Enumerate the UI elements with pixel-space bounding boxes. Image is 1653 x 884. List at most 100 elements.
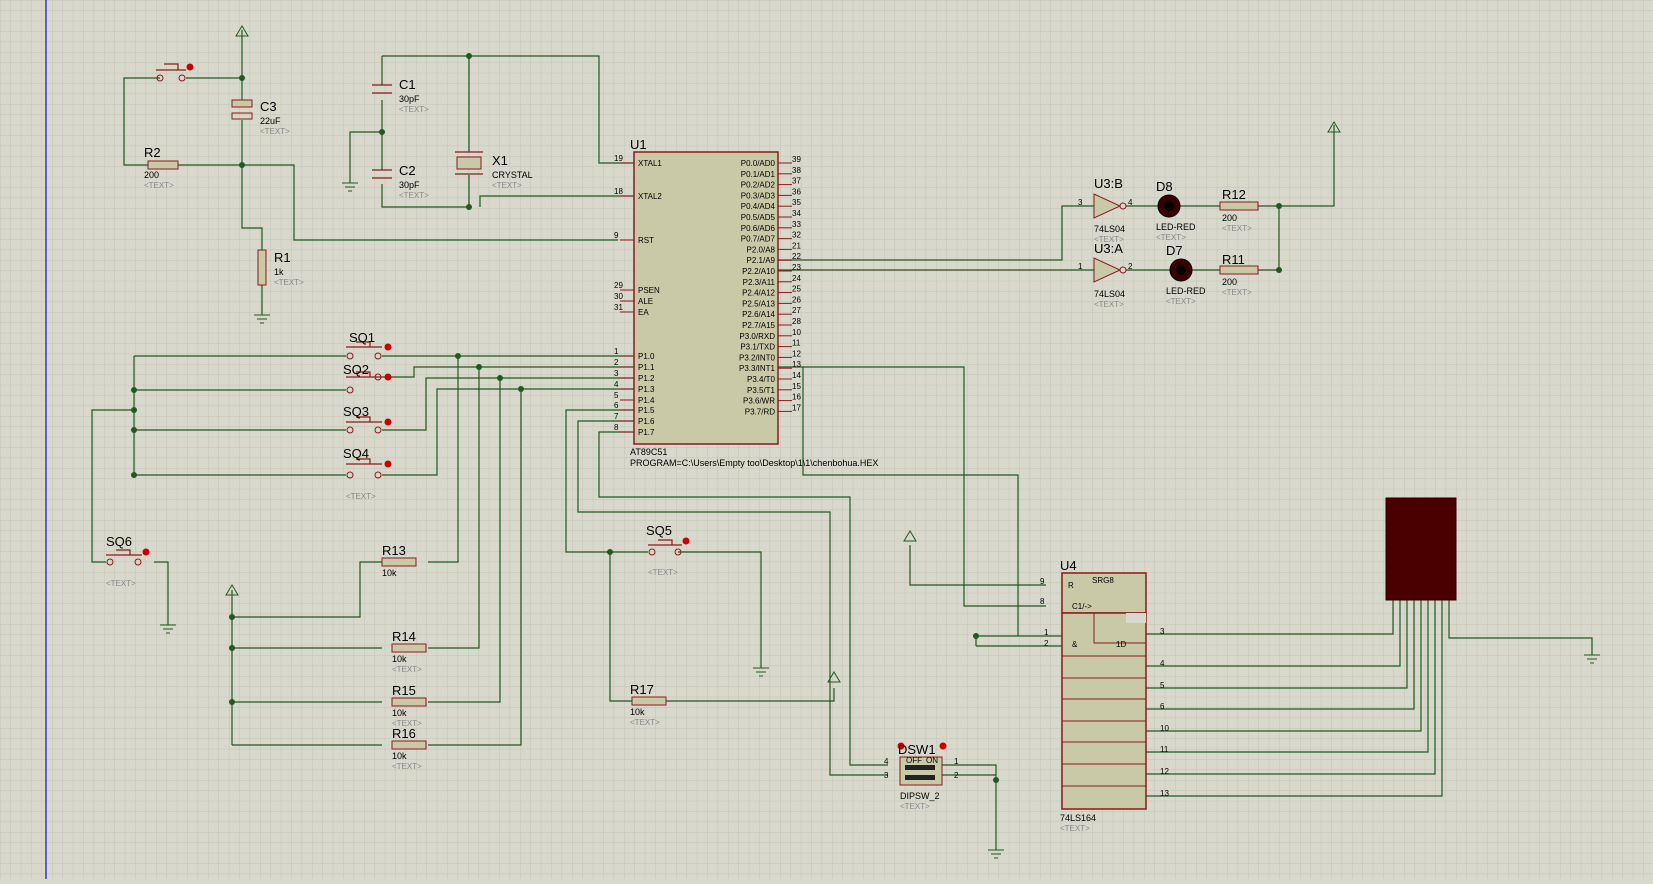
u4-output-pin: 13 bbox=[1160, 789, 1169, 798]
u1-pin-name: P0.3/AD3 bbox=[741, 191, 776, 200]
u1-pin-name: P3.0/RXD bbox=[739, 332, 775, 341]
u4-ref: U4 bbox=[1060, 558, 1077, 573]
u1-pin-name: P1.3 bbox=[638, 385, 655, 394]
r2-resistor[interactable] bbox=[147, 160, 179, 170]
r2-value: 200 bbox=[144, 170, 159, 180]
u1-part: AT89C51 bbox=[630, 447, 667, 457]
u1-pin-name: P2.2/A10 bbox=[742, 267, 775, 276]
u1-pin-number: 39 bbox=[792, 155, 801, 164]
u1-pin-number: 4 bbox=[614, 380, 619, 389]
d7-led[interactable] bbox=[1169, 258, 1193, 282]
r1-text: <TEXT> bbox=[274, 278, 304, 287]
u1-pin-name: P3.1/TXD bbox=[740, 343, 775, 352]
u4-block: SRG8 bbox=[1092, 576, 1114, 585]
sq6-ref: SQ6 bbox=[106, 534, 132, 549]
r14-resistor[interactable] bbox=[391, 643, 427, 653]
u1-pin-name: P0.1/AD1 bbox=[741, 170, 776, 179]
d8-led[interactable] bbox=[1157, 194, 1181, 218]
u1-pin-name: EA bbox=[638, 308, 649, 317]
dsw1-pin-4: 4 bbox=[884, 757, 889, 766]
sq4-switch[interactable] bbox=[346, 458, 392, 479]
u4-pin-1: 1 bbox=[1044, 628, 1049, 637]
c1-capacitor[interactable] bbox=[372, 84, 392, 94]
r13-resistor[interactable] bbox=[381, 557, 417, 567]
dsw1-pin-3: 3 bbox=[884, 771, 889, 780]
sq5-switch[interactable] bbox=[648, 537, 690, 556]
c3-capacitor[interactable] bbox=[231, 99, 253, 120]
u3a-ref: U3:A bbox=[1094, 241, 1123, 256]
r15-resistor[interactable] bbox=[391, 697, 427, 707]
u1-pin-number: 2 bbox=[614, 358, 619, 367]
sq1-ref: SQ1 bbox=[349, 330, 375, 345]
sq1-switch[interactable] bbox=[346, 341, 392, 360]
u1-pin-number: 35 bbox=[792, 198, 801, 207]
u1-pin-number: 33 bbox=[792, 220, 801, 229]
u1-pin-number: 37 bbox=[792, 177, 801, 186]
u4-r-label: R bbox=[1068, 581, 1074, 590]
u1-pin-number: 13 bbox=[792, 360, 801, 369]
u3b-inverter[interactable] bbox=[1093, 193, 1127, 219]
u1-pin-number: 14 bbox=[792, 371, 801, 380]
u4-output-pin: 4 bbox=[1160, 659, 1165, 668]
u1-pin-number: 3 bbox=[614, 369, 619, 378]
r16-resistor[interactable] bbox=[391, 740, 427, 750]
r1-ref: R1 bbox=[274, 250, 291, 265]
u1-pin-number: 30 bbox=[614, 292, 623, 301]
r15-value: 10k bbox=[392, 708, 407, 718]
r14-text: <TEXT> bbox=[392, 665, 422, 674]
dsw1-pin-1: 1 bbox=[954, 757, 959, 766]
u1-pin-name: P3.3/INT1 bbox=[739, 364, 776, 373]
wires bbox=[91, 30, 1593, 850]
u3a-inverter[interactable] bbox=[1093, 257, 1127, 283]
u1-pin-name: P2.7/A15 bbox=[742, 321, 775, 330]
u3b-ref: U3:B bbox=[1094, 176, 1123, 191]
r12-resistor[interactable] bbox=[1219, 201, 1259, 211]
u4-and-label: & bbox=[1072, 640, 1078, 649]
u1-pin-number: 10 bbox=[792, 328, 801, 337]
sq6-switch[interactable] bbox=[106, 548, 150, 566]
c2-capacitor[interactable] bbox=[372, 169, 392, 179]
r1-resistor[interactable] bbox=[257, 249, 267, 286]
u1-pin-number: 24 bbox=[792, 274, 801, 283]
r12-value: 200 bbox=[1222, 213, 1237, 223]
u1-ref: U1 bbox=[630, 137, 647, 152]
u1-pin-name: P2.4/A12 bbox=[742, 289, 775, 298]
u1-pin-number: 19 bbox=[614, 154, 623, 163]
r11-resistor[interactable] bbox=[1219, 265, 1259, 275]
sq5-ref: SQ5 bbox=[646, 523, 672, 538]
r1-value: 1k bbox=[274, 267, 284, 277]
u1-program: PROGRAM=C:\Users\Empty too\Desktop\1\1\c… bbox=[630, 458, 878, 468]
r17-resistor[interactable] bbox=[631, 696, 667, 706]
u1-pin-name: P1.1 bbox=[638, 363, 655, 372]
sq3-switch[interactable] bbox=[346, 416, 392, 434]
u1-pin-name: P1.7 bbox=[638, 428, 655, 437]
u1-pin-name: P0.5/AD5 bbox=[741, 213, 776, 222]
u1-pin-name: ALE bbox=[638, 297, 653, 306]
u4-clk-label: C1/-> bbox=[1072, 602, 1092, 611]
r17-text: <TEXT> bbox=[630, 718, 660, 727]
u4-output-pin: 11 bbox=[1160, 745, 1169, 754]
u1-pin-name: P2.6/A14 bbox=[742, 310, 775, 319]
u1-pin-name: P1.5 bbox=[638, 406, 655, 415]
reset-pushbutton[interactable] bbox=[156, 63, 194, 82]
u1-pin-name: P0.0/AD0 bbox=[741, 159, 776, 168]
c2-value: 30pF bbox=[399, 180, 420, 190]
u1-pin-name: P0.7/AD7 bbox=[741, 235, 776, 244]
sq3-ref: SQ3 bbox=[343, 404, 369, 419]
d7-ref: D7 bbox=[1166, 243, 1183, 258]
sq2-ref: SQ2 bbox=[343, 362, 369, 377]
u3b-value: 74LS04 bbox=[1094, 224, 1125, 234]
x1-crystal[interactable] bbox=[455, 151, 483, 175]
u1-pin-name: P3.7/RD bbox=[745, 407, 775, 416]
u1-pin-number: 29 bbox=[614, 281, 623, 290]
dsw1-dip-switch[interactable] bbox=[897, 742, 947, 786]
u1-pin-number: 23 bbox=[792, 263, 801, 272]
r16-value: 10k bbox=[392, 751, 407, 761]
seven-segment-display[interactable] bbox=[1385, 497, 1457, 601]
u1-microcontroller[interactable]: 19XTAL118XTAL29RST29PSEN30ALE31EA1P1.02P… bbox=[614, 151, 801, 445]
u1-pin-name: P3.6/WR bbox=[743, 397, 775, 406]
sq2-switch[interactable] bbox=[346, 371, 392, 394]
